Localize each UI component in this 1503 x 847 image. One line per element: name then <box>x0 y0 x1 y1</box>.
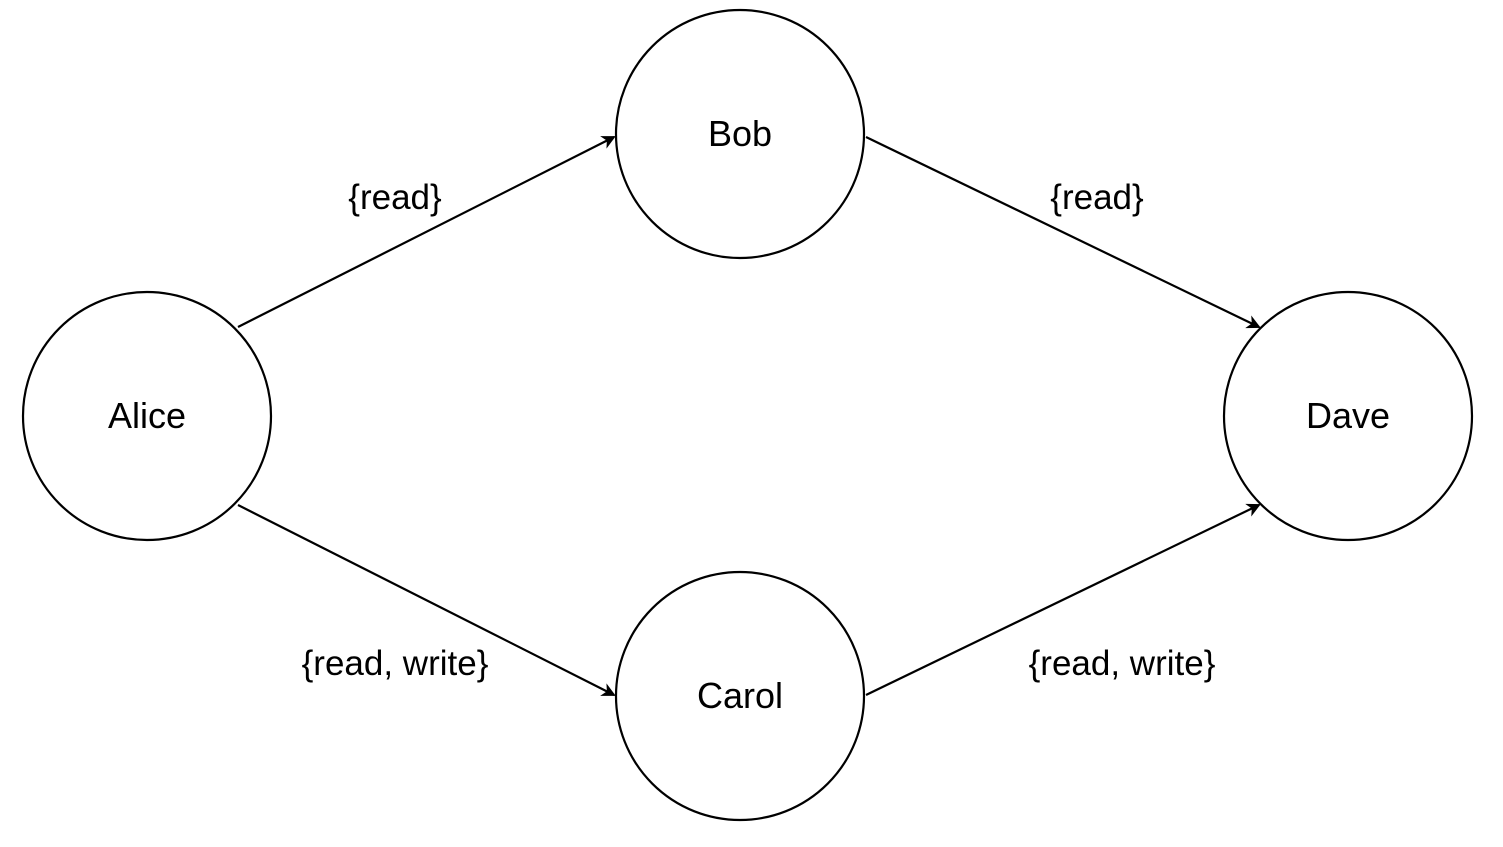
edge-alice-carol-label: {read, write} <box>302 644 489 683</box>
node-bob-circle <box>614 8 866 260</box>
edge-carol-dave-label: {read, write} <box>1029 644 1216 683</box>
node-alice: Alice <box>21 290 273 542</box>
node-carol-circle <box>614 570 866 822</box>
node-carol-label: Carol <box>697 675 783 716</box>
node-carol: Carol <box>614 570 866 822</box>
edge-bob-dave: {read} <box>865 136 1261 329</box>
edge-alice-bob-line <box>237 136 616 328</box>
edge-carol-dave: {read, write} <box>865 503 1261 696</box>
edge-alice-bob-label: {read} <box>348 178 442 217</box>
node-dave-circle <box>1222 290 1474 542</box>
edge-bob-dave-label: {read} <box>1050 178 1144 217</box>
node-dave-label: Dave <box>1306 395 1390 436</box>
edge-alice-bob: {read} <box>237 136 616 328</box>
edge-alice-carol-line <box>237 504 616 696</box>
edge-alice-carol: {read, write} <box>237 504 616 696</box>
node-dave: Dave <box>1222 290 1474 542</box>
node-bob-label: Bob <box>708 113 772 154</box>
edge-carol-dave-line <box>865 503 1261 696</box>
node-alice-circle <box>21 290 273 542</box>
node-bob: Bob <box>614 8 866 260</box>
node-alice-label: Alice <box>108 395 186 436</box>
edge-bob-dave-line <box>865 136 1261 329</box>
